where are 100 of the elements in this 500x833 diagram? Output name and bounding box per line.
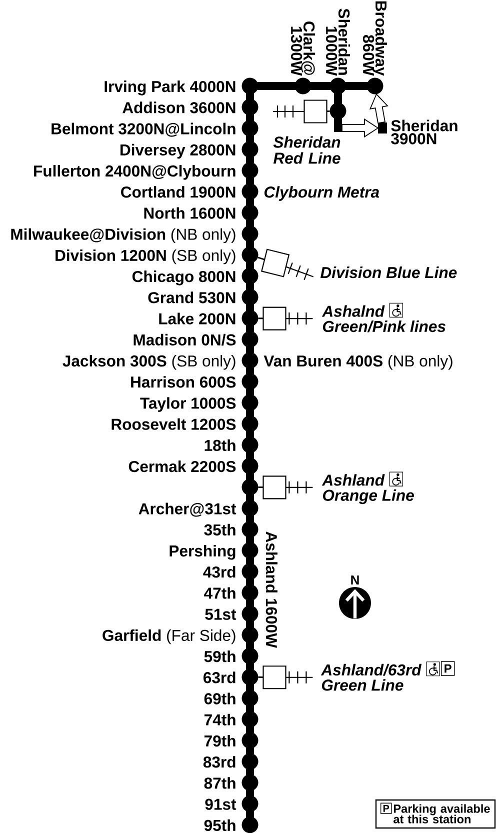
station-name: 43rd	[203, 566, 236, 578]
stop-dot	[242, 352, 258, 369]
route-line	[246, 663, 254, 670]
stop-dot	[242, 183, 258, 200]
station-name: Jackson 300S (SB only)	[62, 355, 236, 370]
route-line	[246, 705, 254, 712]
station-name: Belmont 3200N@Lincoln	[52, 122, 236, 137]
station-name: Pershing	[170, 544, 236, 560]
route-line	[246, 494, 254, 501]
route-arrow	[342, 118, 379, 138]
station-name: 18th	[204, 439, 236, 452]
stop-dot	[242, 246, 258, 264]
stop-dot	[242, 626, 258, 644]
stop-dot	[242, 310, 258, 326]
route-line	[246, 388, 254, 396]
stop-dot	[242, 120, 258, 136]
stop-dot	[242, 331, 258, 348]
stop-dot	[242, 711, 258, 728]
station-name: Taylor 1000S	[140, 397, 236, 412]
route-line	[246, 811, 254, 818]
square-marker	[378, 122, 387, 134]
route-line	[246, 410, 254, 417]
stop-dot	[242, 162, 258, 179]
transfer-label: Ashalnd	[322, 305, 385, 317]
route-arrow	[369, 93, 388, 124]
route-line	[246, 93, 254, 100]
route-line	[246, 325, 254, 332]
station-name: Cortland 1900N	[121, 186, 236, 198]
connector-line	[258, 676, 264, 678]
route-line	[246, 135, 254, 142]
route-line	[246, 515, 254, 522]
route-line	[246, 642, 254, 649]
station-name: Archer@31st	[138, 502, 236, 517]
stop-dot	[242, 436, 258, 454]
route-line	[246, 431, 254, 438]
stop-dot	[242, 478, 258, 496]
station-name: Fullerton 2400N@Clybourn	[34, 165, 236, 180]
station-name: 47th	[204, 587, 236, 599]
station-square	[262, 476, 286, 500]
stop-dot	[242, 753, 258, 770]
station-name: Addison 3600N	[122, 102, 236, 114]
route-line	[257, 82, 296, 90]
stop-dot	[242, 78, 258, 94]
stop-dot	[242, 416, 258, 432]
transfer-label: Orange Line	[322, 489, 414, 504]
stop-dot	[242, 288, 258, 306]
stop-dot	[242, 500, 258, 516]
station-name: 59th	[204, 650, 236, 662]
connector-line	[326, 110, 330, 112]
station-name: Milwaukee@Division (NB only)	[11, 228, 236, 244]
connector-line	[258, 486, 264, 488]
route-line	[246, 198, 254, 206]
route-line	[246, 452, 254, 459]
station-name: 79th	[204, 734, 236, 747]
station-name: Harrison 600S	[131, 376, 236, 388]
route-line	[246, 578, 254, 586]
route-line	[246, 241, 254, 248]
route-line	[246, 600, 254, 606]
stop-dot	[242, 690, 258, 706]
station-square	[262, 306, 286, 330]
route-line	[246, 220, 254, 227]
transfer-label: Sheridan Red Line	[273, 136, 340, 164]
route-line	[246, 304, 254, 311]
stop-dot	[242, 521, 258, 538]
station-name: Irving Park 4000N	[104, 80, 236, 96]
station-square	[304, 100, 328, 124]
station-name: Grand 530N	[148, 292, 236, 304]
stop-dot	[294, 78, 312, 94]
stop-dot	[242, 563, 258, 580]
station-name: North 1600N	[144, 207, 236, 219]
stop-dot	[242, 542, 258, 559]
stop-dot	[242, 98, 258, 116]
route-line	[334, 93, 342, 104]
stop-dot	[242, 204, 258, 221]
route-line	[246, 156, 254, 164]
stop-dot	[242, 774, 258, 791]
route-line	[246, 346, 254, 354]
transfer-label: Ashland/63rd	[320, 664, 422, 676]
stop-dot	[242, 732, 258, 749]
stop-dot	[242, 584, 258, 601]
transfer-label: Ashland	[322, 474, 385, 486]
street-name: Ashland 1600W	[266, 532, 278, 648]
route-line	[246, 726, 254, 734]
station-name: 74th	[204, 714, 236, 726]
stop-dot	[242, 458, 258, 474]
stop-dot	[242, 268, 258, 284]
transfer-label: Division Blue Line	[320, 266, 457, 278]
route-line	[246, 536, 254, 544]
stop-dot	[366, 78, 384, 94]
station-name: 35th	[204, 524, 236, 536]
stop-dot	[242, 373, 258, 390]
route-line	[246, 790, 254, 796]
transfer-label: Green/Pink lines	[322, 320, 446, 332]
transfer-label: Clybourn Metra	[264, 186, 380, 201]
stop-dot	[242, 668, 258, 686]
station-name: Lake 200N	[159, 312, 236, 324]
stop-dot	[242, 648, 258, 664]
route-line	[246, 473, 254, 480]
stop-dot	[242, 394, 258, 411]
transfer-label: Green Line	[322, 679, 404, 691]
